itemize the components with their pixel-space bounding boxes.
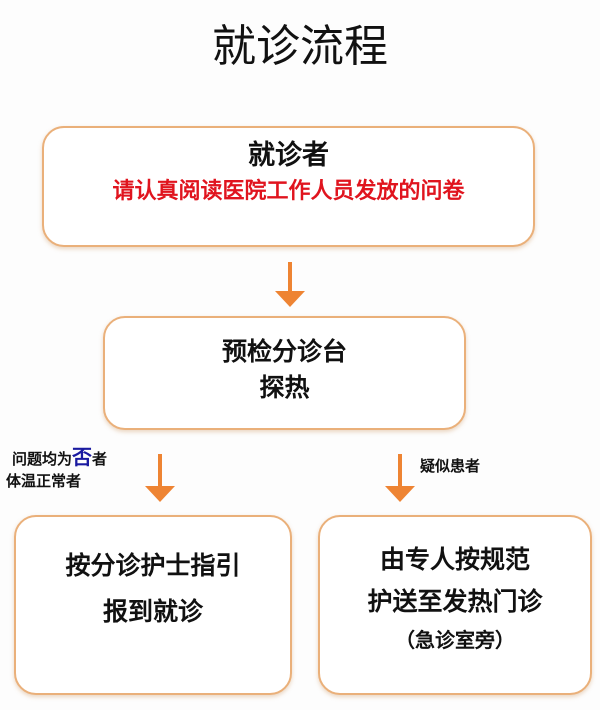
box-fever-line2: 护送至发热门诊 (367, 587, 543, 616)
left-branch-label: 问题均为否者 体温正常者 (6, 445, 108, 492)
box-triage-line2: 探热 (259, 373, 310, 402)
box-normal-line2: 报到就诊 (102, 597, 203, 626)
box-normal-path: 按分诊护士指引 报到就诊 (14, 515, 292, 695)
left-branch-label-line2: 体温正常者 (6, 472, 82, 490)
box-patient-heading: 就诊者 (248, 140, 329, 171)
left-branch-label-prefix: 问题均为 (12, 450, 73, 468)
box-normal-line1: 按分诊护士指引 (65, 551, 241, 580)
left-branch-label-highlight: 否 (72, 445, 93, 469)
box-fever-line1: 由专人按规范 (379, 545, 530, 574)
box-triage-line1: 预检分诊台 (221, 337, 347, 366)
left-branch-label-suffix: 者 (92, 450, 108, 468)
arrow-down-icon (385, 454, 415, 502)
box-fever-path: 由专人按规范 护送至发热门诊 （急诊室旁） (318, 515, 592, 695)
box-triage: 预检分诊台 探热 (103, 316, 466, 430)
box-patient-note: 请认真阅读医院工作人员发放的问卷 (112, 179, 465, 204)
box-patient: 就诊者 请认真阅读医院工作人员发放的问卷 (42, 126, 535, 247)
arrow-down-icon (275, 262, 305, 307)
box-fever-line3: （急诊室旁） (395, 628, 515, 652)
right-branch-label: 疑似患者 (420, 457, 481, 475)
arrow-down-icon (145, 454, 175, 502)
page-title: 就诊流程 (212, 21, 388, 72)
